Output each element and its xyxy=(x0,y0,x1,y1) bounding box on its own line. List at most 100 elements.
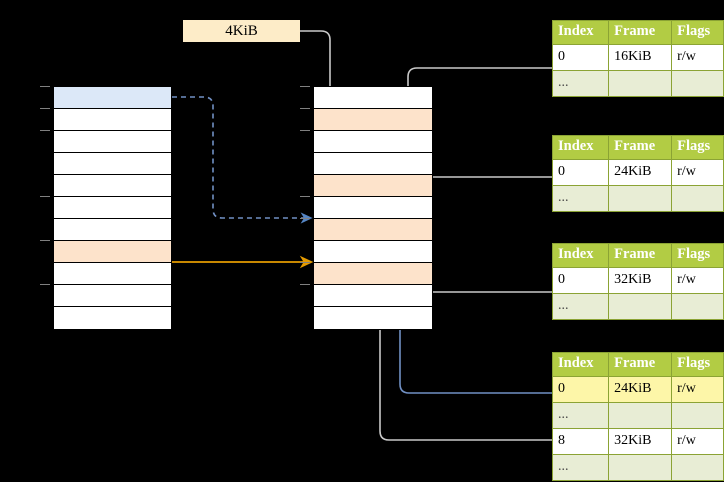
physical-frame-row-7[interactable] xyxy=(314,241,432,263)
column-header-index: Index xyxy=(551,20,610,45)
wire-table3-to-frame xyxy=(411,256,552,293)
physical-frame-row-9[interactable] xyxy=(314,285,432,307)
cell-flags xyxy=(671,401,724,429)
table-row[interactable]: ... xyxy=(551,453,724,481)
physical-frame-row-6[interactable] xyxy=(314,219,432,241)
cell-index: 0 xyxy=(551,266,610,294)
cell-flags xyxy=(671,184,724,212)
virtual-page-row-10[interactable] xyxy=(54,307,171,329)
virtual-page-row-1[interactable] xyxy=(54,109,171,131)
table-row[interactable]: ... xyxy=(551,292,724,320)
cell-frame: 32KiB xyxy=(608,427,673,455)
cell-index: 0 xyxy=(551,375,610,403)
cell-flags: r/w xyxy=(671,43,724,71)
virtual-page-row-8[interactable] xyxy=(54,263,171,285)
cell-index: 0 xyxy=(551,158,610,186)
physical-frame-row-3[interactable] xyxy=(314,153,432,175)
frame-size-label: 4KiB xyxy=(183,20,300,42)
cell-frame: 32KiB xyxy=(608,266,673,294)
virtual-page-row-9[interactable] xyxy=(54,285,171,307)
cell-frame xyxy=(608,401,673,429)
ruler-tick-5 xyxy=(300,262,310,263)
cell-frame: 24KiB xyxy=(608,158,673,186)
wire-frame-to-table2 xyxy=(411,176,552,222)
column-header-frame: Frame xyxy=(608,20,673,45)
cell-flags: r/w xyxy=(671,266,724,294)
physical-frame-row-2[interactable] xyxy=(314,131,432,153)
cell-index: ... xyxy=(551,292,610,320)
ruler-tick-3 xyxy=(40,196,50,197)
virtual-page-row-5[interactable] xyxy=(54,197,171,219)
virtual-page-row-2[interactable] xyxy=(54,131,171,153)
column-header-frame: Frame xyxy=(608,352,673,377)
physical-frame-row-8[interactable] xyxy=(314,263,432,285)
physical-frame-row-0[interactable] xyxy=(314,87,432,109)
column-header-frame: Frame xyxy=(608,135,673,160)
physical-frame-row-1[interactable] xyxy=(314,109,432,131)
column-header-flags: Flags xyxy=(671,20,724,45)
ruler-tick-4 xyxy=(300,218,310,219)
virtual-page-row-7[interactable] xyxy=(54,241,171,263)
cell-index: ... xyxy=(551,69,610,97)
cell-flags xyxy=(671,292,724,320)
physical-frame-row-4[interactable] xyxy=(314,175,432,197)
table-row[interactable]: ... xyxy=(551,184,724,212)
cell-frame: 24KiB xyxy=(608,375,673,403)
cell-frame xyxy=(608,69,673,97)
ruler-tick-3 xyxy=(300,196,310,197)
cell-flags: r/w xyxy=(671,427,724,455)
cell-index: 0 xyxy=(551,43,610,71)
cell-frame xyxy=(608,292,673,320)
wire-page-to-frame-dashed xyxy=(172,96,313,224)
cell-frame xyxy=(608,184,673,212)
ruler-tick-0 xyxy=(40,86,50,87)
virtual-page-row-6[interactable] xyxy=(54,219,171,241)
physical-frame-row-5[interactable] xyxy=(314,197,432,219)
ruler-tick-6 xyxy=(300,284,310,285)
column-header-index: Index xyxy=(551,135,610,160)
physical-frame-row-10[interactable] xyxy=(314,307,432,329)
cell-index: ... xyxy=(551,453,610,481)
ruler-tick-0 xyxy=(300,86,310,87)
ruler-tick-1 xyxy=(40,108,50,109)
virtual-page-row-4[interactable] xyxy=(54,175,171,197)
physical-memory-table xyxy=(313,86,433,330)
ruler-tick-4 xyxy=(40,240,50,241)
ruler-tick-5 xyxy=(40,284,50,285)
ruler-tick-2 xyxy=(40,130,50,131)
cell-index: ... xyxy=(551,401,610,429)
column-header-index: Index xyxy=(551,352,610,377)
column-header-flags: Flags xyxy=(671,352,724,377)
cell-frame xyxy=(608,453,673,481)
cell-index: ... xyxy=(551,184,610,212)
column-header-index: Index xyxy=(551,243,610,268)
virtual-page-row-0[interactable] xyxy=(54,87,171,109)
cell-flags: r/w xyxy=(671,158,724,186)
virtual-page-row-3[interactable] xyxy=(54,153,171,175)
table-row[interactable]: ... xyxy=(551,69,724,97)
cell-flags: r/w xyxy=(671,375,724,403)
ruler-tick-1 xyxy=(300,108,310,109)
table-row[interactable]: ... xyxy=(551,401,724,429)
frame-ruler-ticks xyxy=(300,86,313,329)
column-header-flags: Flags xyxy=(671,135,724,160)
address-ruler-ticks xyxy=(40,86,53,329)
virtual-address-space-table xyxy=(53,86,172,330)
